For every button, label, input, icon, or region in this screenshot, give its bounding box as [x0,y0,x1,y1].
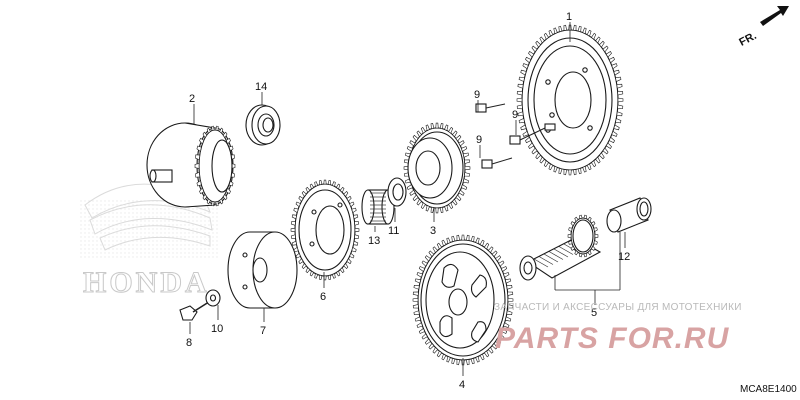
callout-7: 7 [260,325,266,337]
callout-9a: 9 [474,89,480,101]
callout-3: 3 [430,225,436,237]
callout-8: 8 [186,337,192,349]
bolt-9c [481,157,513,169]
honda-logo-text: HONDA [83,266,210,299]
washer-10 [205,289,221,307]
leader-lines [189,22,626,376]
honda-watermark [80,183,220,260]
callout-12: 12 [618,251,630,263]
washer-11 [387,177,407,207]
clutch-outer-7 [227,231,298,309]
bolt-9a [475,103,506,113]
callout-13: 13 [368,235,380,247]
gear-4 [412,234,514,366]
bearing-14 [245,104,281,146]
shaft-5 [519,214,602,281]
callout-5: 5 [591,307,597,319]
front-arrow-icon [760,6,789,26]
bolt-9b [509,123,556,145]
store-caption: ЗАПЧАСТИ И АКСЕССУАРЫ ДЛЯ МОТОТЕХНИКИ [494,302,742,313]
starter-clutch-2 [146,122,236,208]
callout-11: 11 [388,225,399,237]
callout-14: 14 [255,81,267,93]
gear-6 [290,179,360,281]
callout-2: 2 [189,93,195,105]
callout-9c: 9 [476,134,482,146]
gear-3 [403,122,471,214]
gear-1 [516,24,624,176]
callout-10: 10 [211,323,223,335]
part-code: MCA8E1400 [740,384,797,395]
callout-4: 4 [459,379,465,391]
callout-6: 6 [320,291,326,303]
front-indicator-label: FR. [737,30,758,49]
store-logo: PARTS FOR.RU [495,322,730,355]
callout-1: 1 [566,11,572,23]
bushing-12 [606,197,652,233]
callout-9b: 9 [512,109,518,121]
